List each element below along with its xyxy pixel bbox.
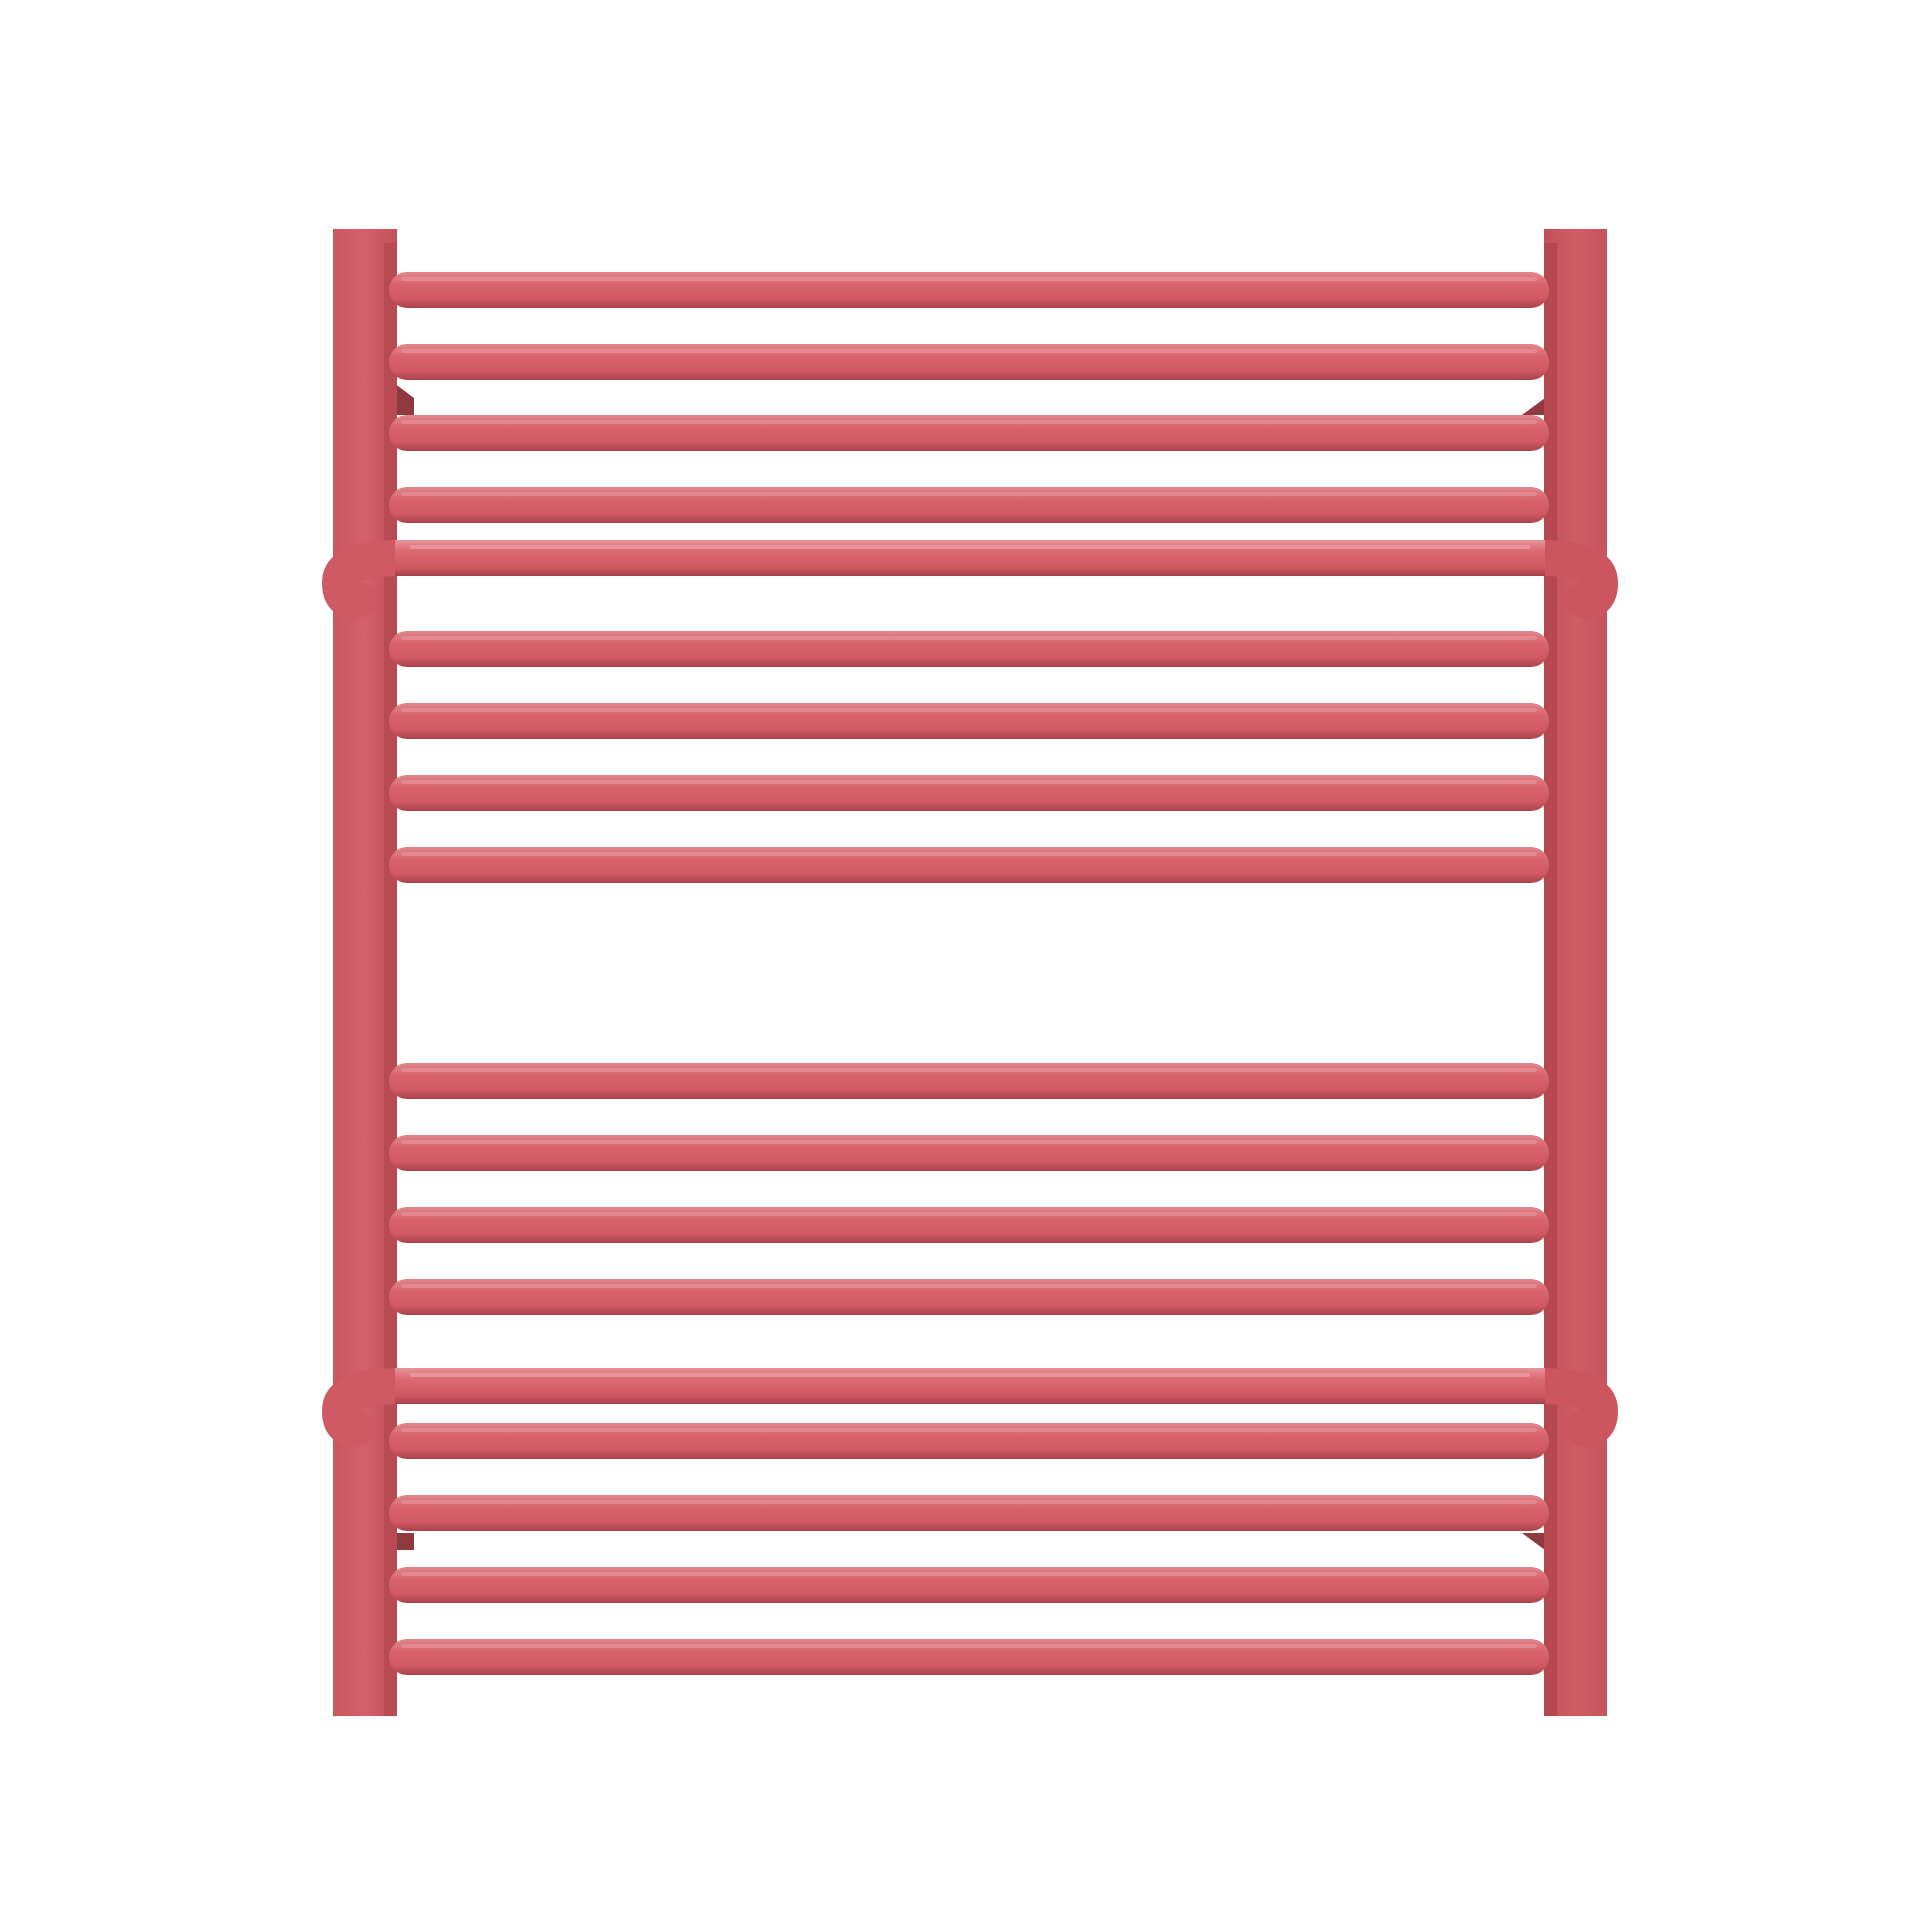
bar-10: [389, 1135, 1549, 1171]
bar-12: [389, 1279, 1549, 1315]
left-post-side: [384, 243, 397, 1716]
bar-9: [389, 1063, 1549, 1099]
towel-rail-2: [321, 1368, 1619, 1447]
bar-15: [389, 1567, 1549, 1603]
bar-5: [389, 631, 1549, 667]
bar-7: [389, 775, 1549, 811]
bar-13: [389, 1423, 1549, 1459]
bar-3: [389, 415, 1549, 451]
bar-11: [389, 1207, 1549, 1243]
bar-6: [389, 703, 1549, 739]
bar-1: [389, 272, 1549, 308]
bar-16: [389, 1639, 1549, 1675]
bar-14: [389, 1495, 1549, 1531]
towel-rails: [321, 540, 1619, 1447]
bracket-top-right: [1522, 398, 1545, 415]
bar-8: [389, 847, 1549, 883]
side-posts: [333, 229, 1607, 1716]
right-post-side: [1544, 243, 1557, 1716]
horizontal-bars: [389, 272, 1549, 1675]
towel-rail-1: [321, 540, 1619, 619]
bar-4: [389, 487, 1549, 523]
bar-2: [389, 344, 1549, 380]
bracket-bottom-right: [1522, 1533, 1545, 1550]
